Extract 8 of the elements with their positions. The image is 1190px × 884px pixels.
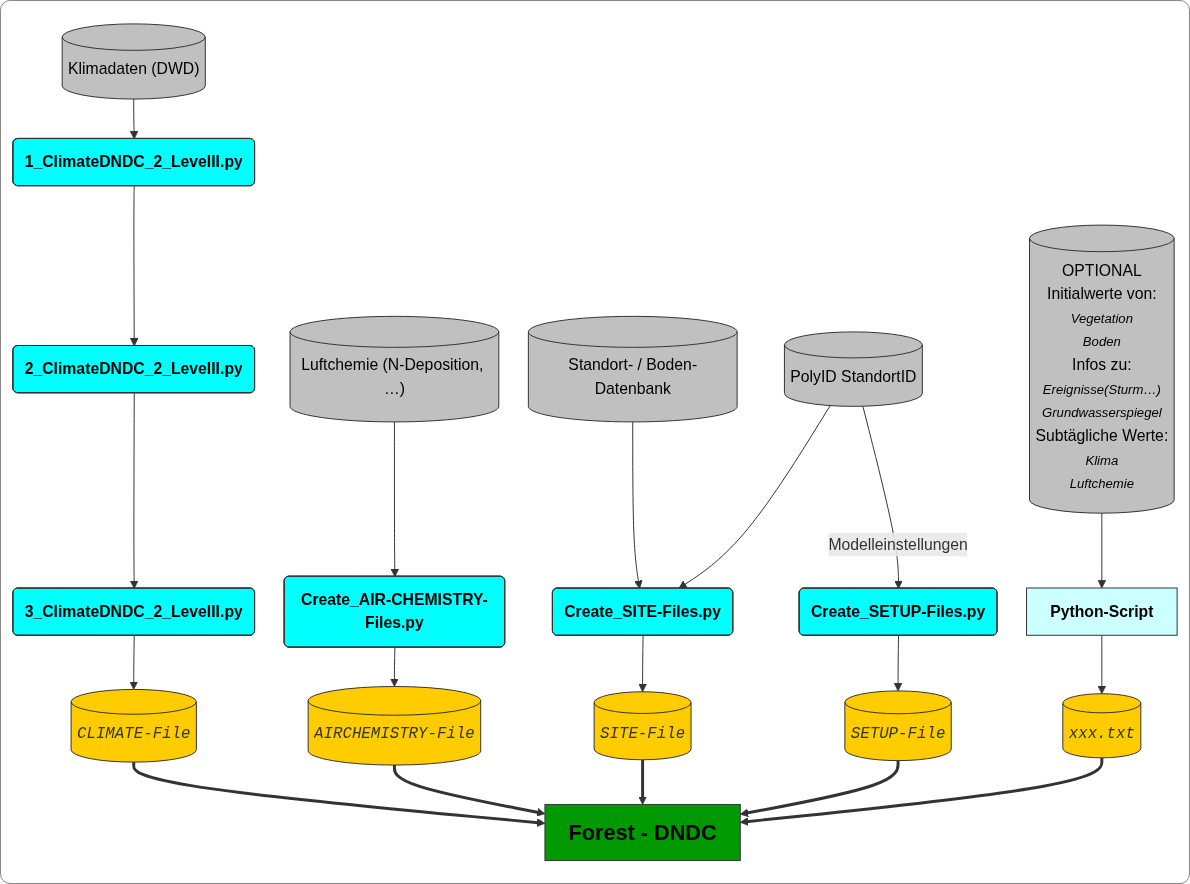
arrow [392,764,546,817]
arrow [739,757,1104,826]
flowchart-drawing: Modelleinstellungen Klimadaten (DWD) Luftchemie (N-Deposition, …) Standort- / Boden-Datenbank PolyID StandortID OPTIONAL Initialwerte von: Vegetation Boden Infos zu: Ereignisse(Sturm…) Grundwasserspiegel Subtägliche Werte: Klima Luftchemie 1_ClimateDNDC_2_LevelII.py 2_ClimateDNDC_2_LevelII.py 3_ClimateDNDC_2_LevelII.py Create_AIR-CHEMISTRY-Files.py Create_SITE-Files.py Create_SETUP-Files.py Python-Script CLIMATE-File AIRCHEMISTRY-File SITE-File SETUP-File xxx.txt Forest - DNDC [5,15,1185,869]
arrow [739,760,900,817]
node-box [544,803,741,861]
arrow [638,759,647,805]
node-box [1026,587,1178,636]
arrow [132,761,546,827]
